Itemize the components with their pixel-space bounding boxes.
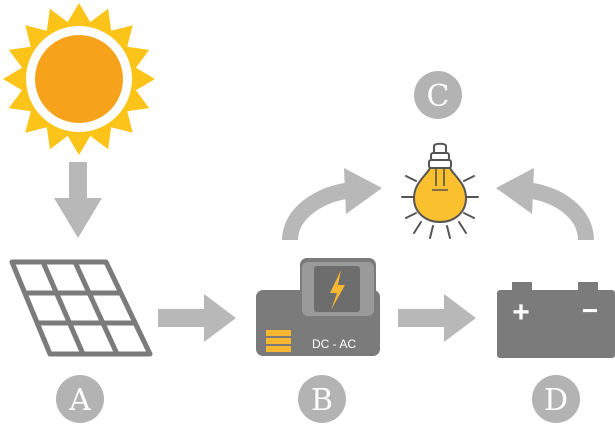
curved-arrow-battery-to-bulb bbox=[496, 168, 594, 241]
arrow-inverter-to-battery bbox=[398, 294, 476, 342]
light-bulb-icon bbox=[401, 142, 479, 239]
label-c-text: C bbox=[427, 79, 450, 114]
label-c-circle bbox=[414, 71, 462, 119]
battery-body bbox=[497, 290, 615, 358]
bulb-cap bbox=[433, 142, 447, 153]
battery-minus-sign: − bbox=[582, 295, 598, 326]
label-a-circle bbox=[56, 375, 104, 423]
inverter-icon: DC - AC bbox=[256, 258, 380, 356]
curved-arrow-left-head bbox=[344, 168, 382, 214]
label-d-text: D bbox=[544, 383, 568, 418]
curved-arrow-right-head bbox=[496, 168, 534, 214]
curved-arrow-right-shaft bbox=[524, 182, 594, 241]
arrow-right-shape-2 bbox=[398, 294, 476, 342]
solar-panel-icon bbox=[9, 259, 153, 357]
battery-terminal-right bbox=[578, 282, 598, 292]
sun-core bbox=[35, 35, 123, 123]
bulb-base bbox=[428, 152, 452, 169]
sun-icon bbox=[3, 3, 155, 155]
bulb-filament bbox=[432, 168, 448, 191]
label-d-circle bbox=[532, 375, 580, 423]
bulb-rays bbox=[401, 175, 479, 239]
inverter-label: DC - AC bbox=[312, 337, 356, 351]
arrow-right-shape bbox=[158, 294, 236, 342]
solar-panel-grid bbox=[24, 260, 135, 356]
battery-plus-sign: + bbox=[512, 296, 530, 329]
label-b-circle bbox=[298, 375, 346, 423]
inverter-bar-3 bbox=[266, 346, 291, 352]
arrow-sun-to-panel bbox=[54, 162, 102, 238]
arrow-panel-to-inverter bbox=[158, 294, 236, 342]
bolt-icon bbox=[330, 270, 345, 310]
curved-arrow-inverter-to-bulb bbox=[282, 168, 382, 241]
arrow-down-shape bbox=[54, 162, 102, 238]
bulb-glass bbox=[412, 167, 468, 224]
battery-terminal-left bbox=[512, 282, 532, 292]
label-c: C bbox=[414, 71, 462, 119]
inverter-bar-1 bbox=[266, 330, 291, 336]
label-a-text: A bbox=[68, 383, 91, 418]
battery-icon: + − bbox=[497, 282, 615, 358]
curved-arrow-left-shaft bbox=[282, 182, 354, 241]
label-b-text: B bbox=[311, 383, 333, 418]
label-d: D bbox=[532, 375, 580, 423]
label-b: B bbox=[298, 375, 346, 423]
inverter-bar-2 bbox=[266, 338, 291, 344]
label-a: A bbox=[56, 375, 104, 423]
